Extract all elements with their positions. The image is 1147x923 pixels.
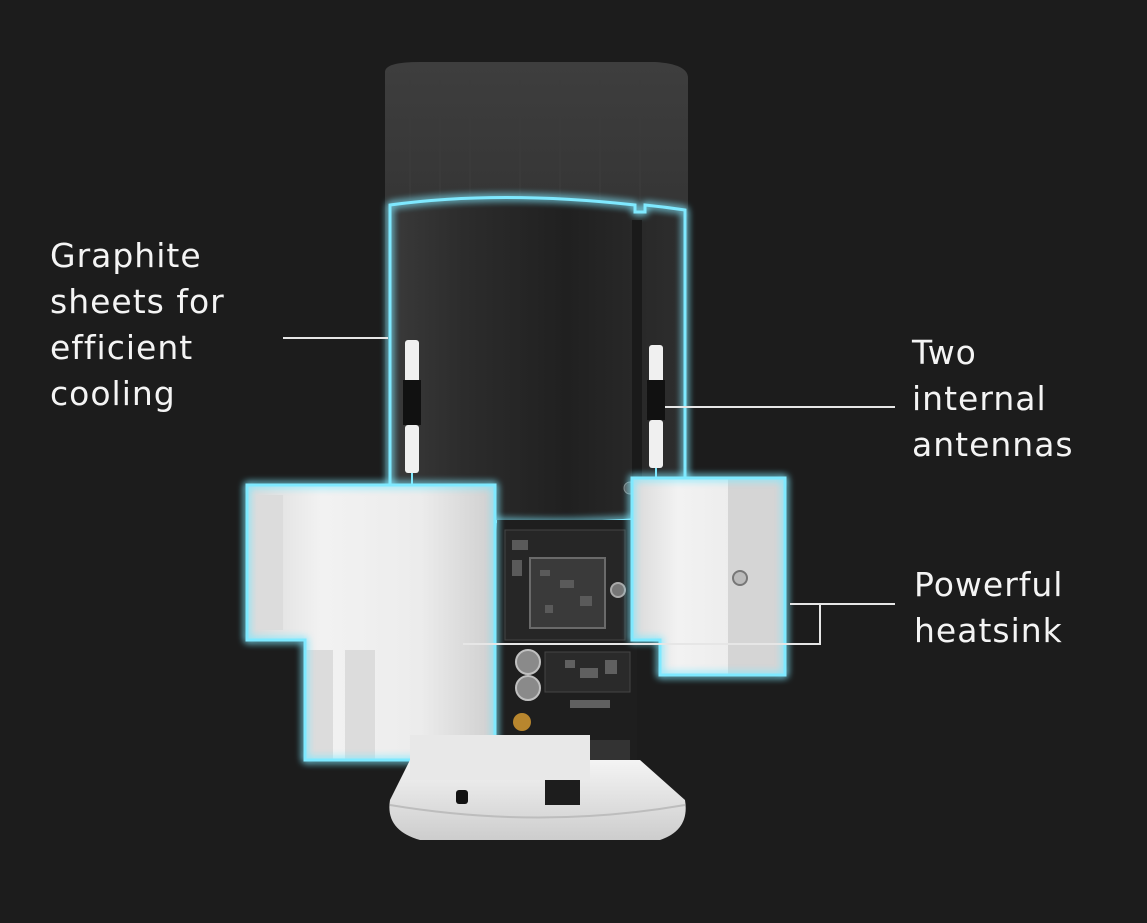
callout-internal-antennas: Two internal antennas (912, 330, 1074, 468)
callout-powerful-heatsink: Powerful heatsink (914, 562, 1063, 654)
graphite-sheet-cylinder (388, 196, 687, 524)
callout-graphite-line-4: cooling (50, 374, 176, 413)
callout-graphite-line-3: efficient (50, 328, 194, 367)
heatsink-right (630, 476, 787, 677)
callout-antennas-line-3: antennas (912, 425, 1074, 464)
callout-antennas-line-1: Two (912, 333, 977, 372)
callout-antennas-line-2: internal (912, 379, 1047, 418)
antenna-left (403, 340, 421, 500)
leader-line-heatsink (463, 603, 895, 645)
callout-graphite-line-1: Graphite (50, 236, 202, 275)
device-base (389, 735, 686, 840)
callout-graphite-line-2: sheets for (50, 282, 225, 321)
leader-lines (283, 337, 895, 645)
callout-heatsink-line-1: Powerful (914, 565, 1064, 604)
callout-heatsink-line-2: heatsink (914, 611, 1063, 650)
heatsink-left (245, 483, 497, 762)
callout-graphite-sheets: Graphite sheets for efficient cooling (50, 233, 225, 417)
